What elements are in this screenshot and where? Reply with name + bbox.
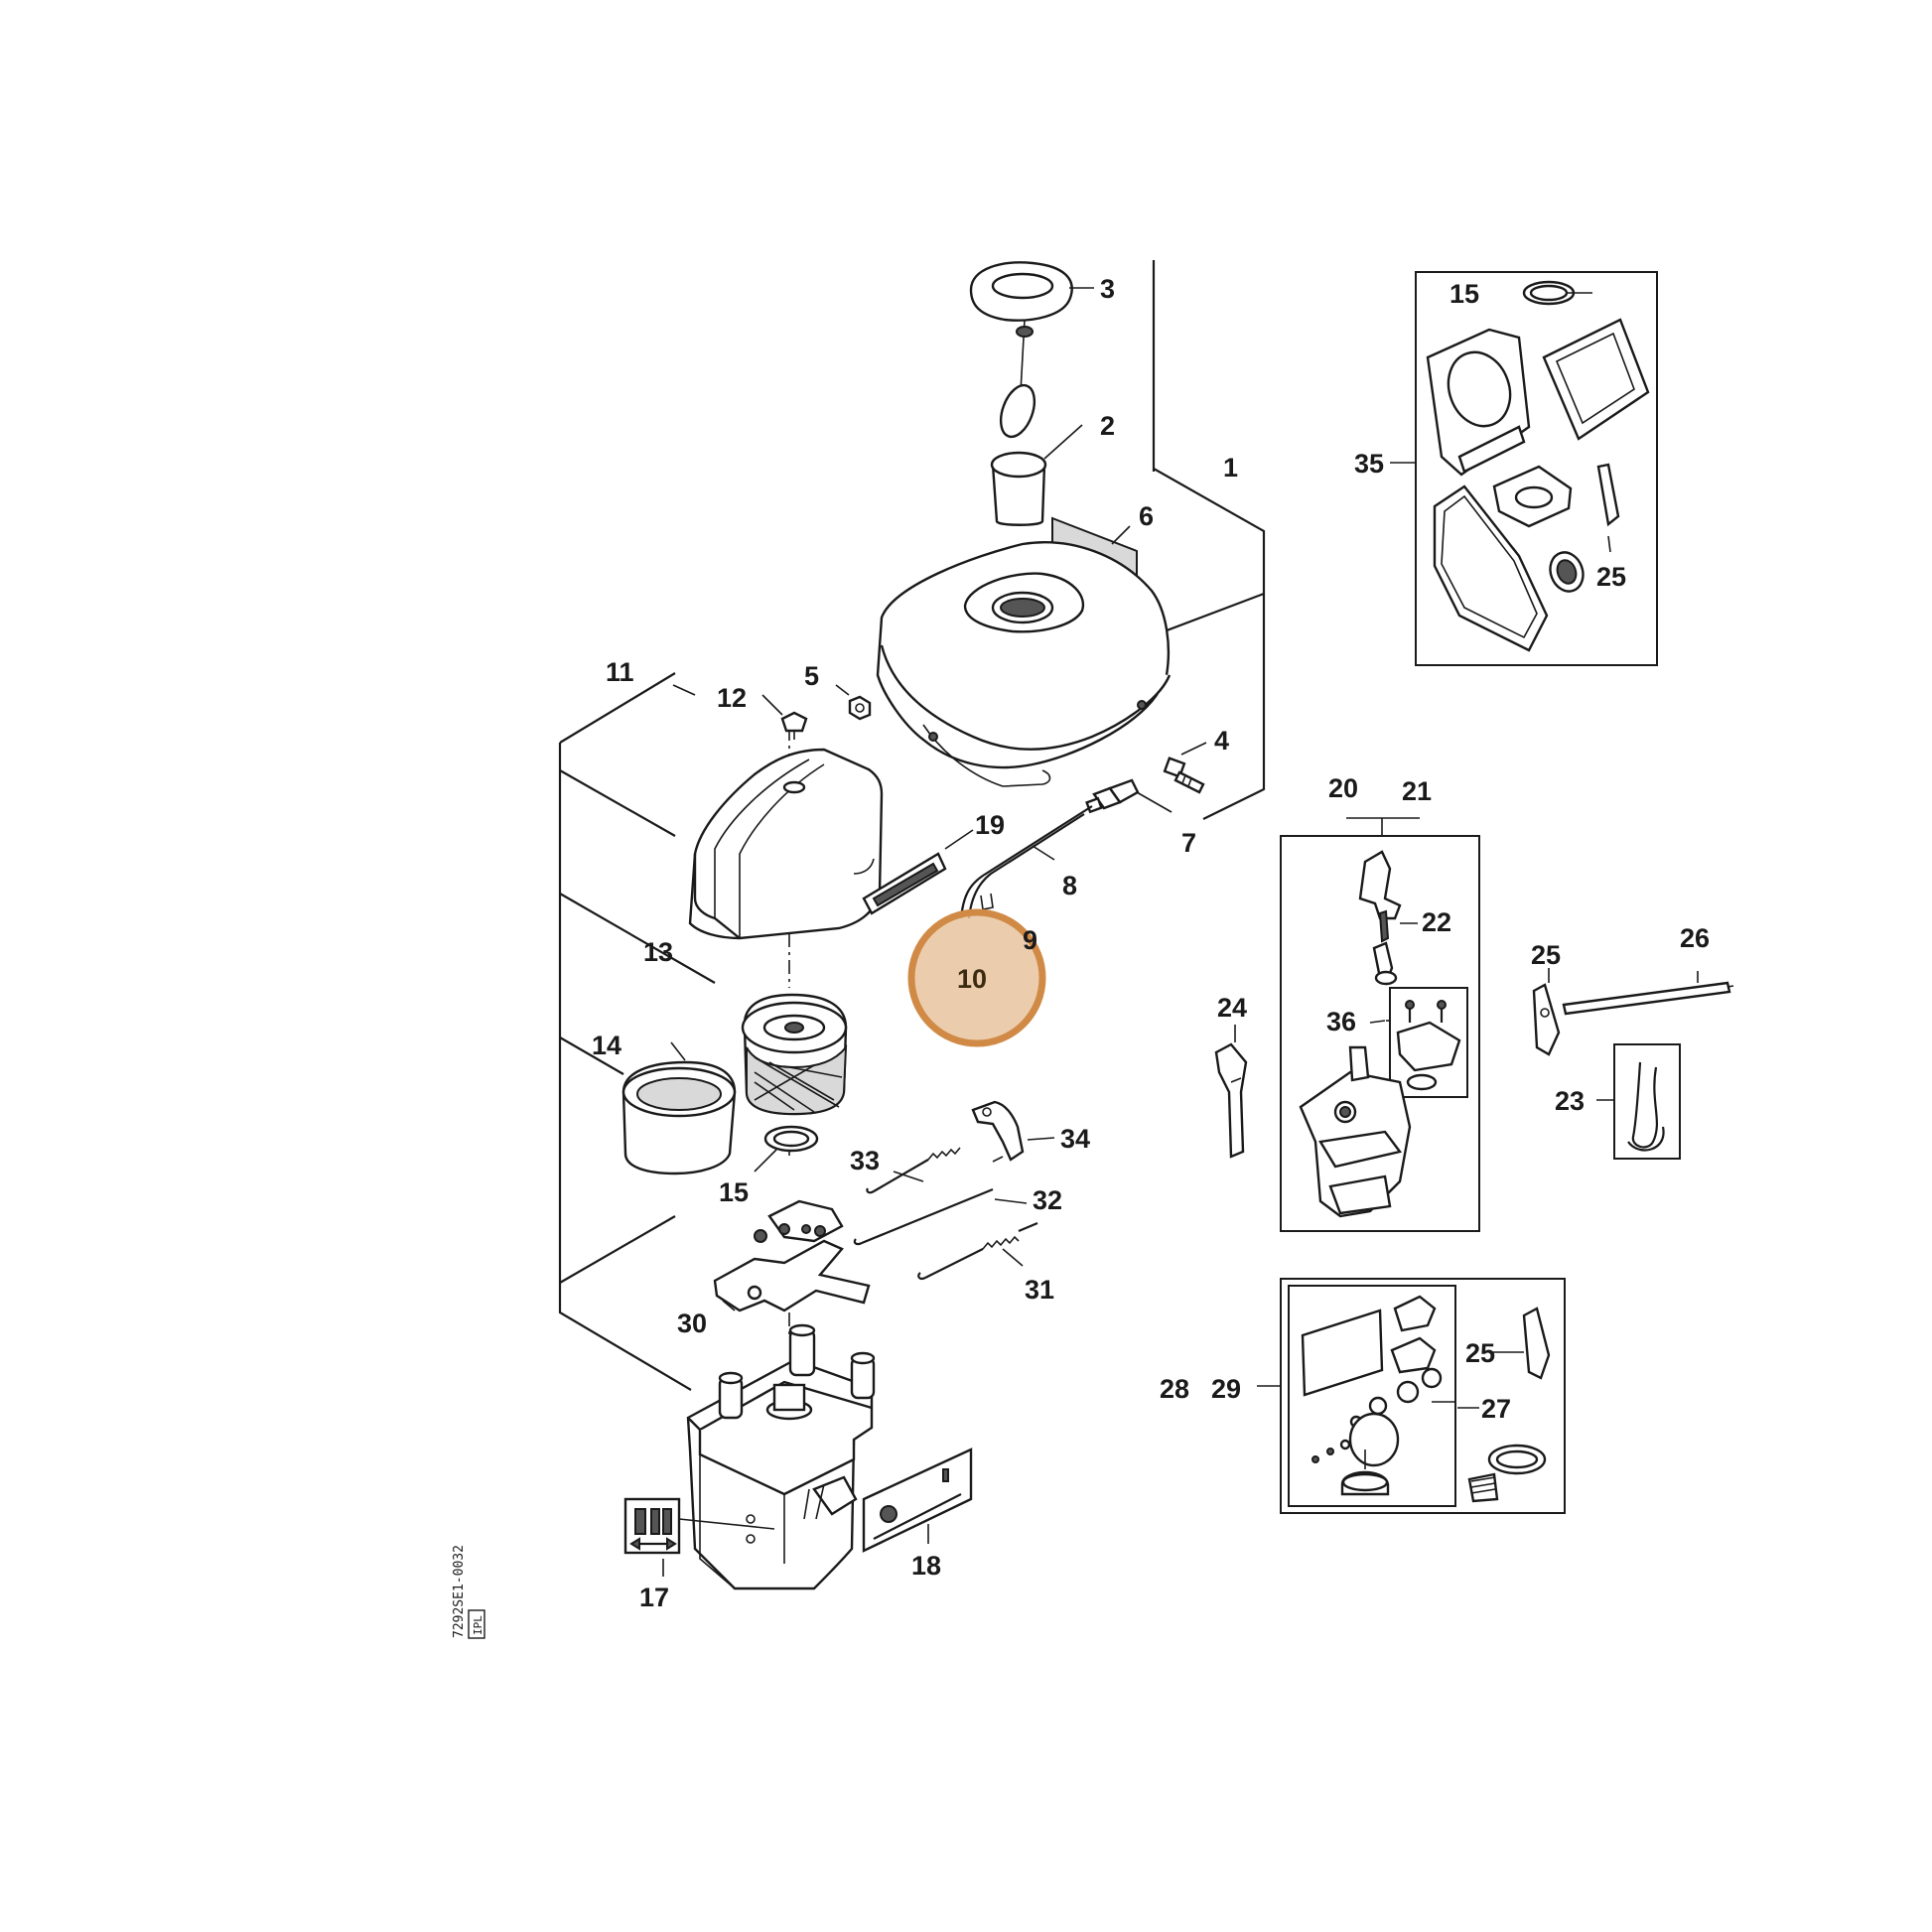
callout-13[interactable]: 13 [643, 937, 673, 967]
callout-34[interactable]: 34 [1060, 1124, 1090, 1154]
callout-27[interactable]: 27 [1481, 1394, 1511, 1424]
hose-clip[interactable] [980, 893, 994, 910]
callout-11[interactable]: 11 [606, 657, 634, 687]
carburetor-assembly-group[interactable] [1280, 817, 1480, 1232]
air-cleaner-cover[interactable] [688, 748, 884, 940]
callout-25-kit[interactable]: 25 [1596, 562, 1626, 592]
throttle-rod[interactable] [853, 1187, 994, 1246]
callout-28[interactable]: 28 [1160, 1374, 1189, 1404]
callout-32[interactable]: 32 [1033, 1185, 1062, 1215]
callout-31[interactable]: 31 [1025, 1275, 1054, 1305]
callout-8[interactable]: 8 [1062, 871, 1077, 900]
foam-pre-filter[interactable] [621, 1060, 737, 1175]
callout-4[interactable]: 4 [1214, 726, 1229, 756]
breather-tube-group[interactable] [1596, 1043, 1681, 1160]
callout-15-kit[interactable]: 15 [1449, 279, 1479, 309]
callout-15-filter[interactable]: 15 [719, 1177, 749, 1207]
tank-bolt[interactable] [1163, 757, 1205, 794]
callout-12[interactable]: 12 [717, 683, 747, 713]
callout-26[interactable]: 26 [1680, 923, 1710, 953]
highlight-marker[interactable] [907, 908, 1046, 1047]
callout-20[interactable]: 20 [1328, 773, 1358, 803]
callout-35[interactable]: 35 [1354, 449, 1384, 479]
callout-3[interactable]: 3 [1100, 274, 1115, 304]
callout-25-repair[interactable]: 25 [1465, 1338, 1495, 1368]
drawing-code: 7292SE1-0032 IPL [452, 1545, 485, 1639]
callout-24[interactable]: 24 [1217, 993, 1247, 1023]
callout-25-gasket[interactable]: 25 [1531, 940, 1561, 970]
fuel-cap[interactable] [969, 261, 1073, 441]
carburetor-housing[interactable] [686, 1323, 876, 1590]
callout-22[interactable]: 22 [1422, 907, 1451, 937]
callout-23[interactable]: 23 [1555, 1086, 1585, 1116]
air-cleaner-gasket[interactable] [763, 1125, 819, 1153]
callout-21[interactable]: 21 [1402, 776, 1432, 806]
callout-10[interactable]: 10 [957, 964, 987, 994]
control-bracket[interactable] [713, 1199, 871, 1312]
wing-nut[interactable] [780, 711, 808, 740]
choke-lever[interactable] [1214, 1025, 1248, 1159]
governor-lever[interactable] [971, 1100, 1025, 1163]
drawing-code-text: 7292SE1-0032 [452, 1545, 467, 1638]
callout-2[interactable]: 2 [1100, 411, 1115, 441]
callout-36[interactable]: 36 [1326, 1007, 1356, 1036]
gasket-kit-group[interactable] [1390, 271, 1658, 666]
callout-labels: 1 2 3 4 5 6 7 8 9 10 11 12 13 14 15 15 1… [592, 274, 1710, 1612]
callout-19[interactable]: 19 [975, 810, 1005, 840]
fuel-valve[interactable] [1085, 778, 1140, 814]
nut[interactable] [848, 695, 872, 721]
callout-7[interactable]: 7 [1181, 828, 1196, 858]
callout-17[interactable]: 17 [639, 1583, 669, 1612]
callout-29[interactable]: 29 [1211, 1374, 1241, 1404]
frame-lines [558, 260, 1266, 1391]
drawing-code-tag: IPL [472, 1615, 484, 1635]
callout-14[interactable]: 14 [592, 1031, 621, 1060]
air-filter-element[interactable] [741, 993, 848, 1116]
carburetor-repair-kit-group[interactable] [1257, 1278, 1566, 1514]
throttle-decal[interactable] [862, 1448, 973, 1553]
callout-6[interactable]: 6 [1139, 501, 1154, 531]
callout-9[interactable]: 9 [1023, 925, 1037, 955]
callout-1[interactable]: 1 [1223, 453, 1238, 483]
carburetor-gasket[interactable] [1532, 968, 1561, 1056]
fuel-strainer[interactable] [990, 451, 1047, 526]
choke-spring[interactable] [917, 1221, 1038, 1281]
callout-33[interactable]: 33 [850, 1146, 880, 1175]
stud-bolt[interactable] [1562, 971, 1734, 1016]
callout-5[interactable]: 5 [804, 661, 819, 691]
fuel-tank[interactable] [876, 541, 1172, 787]
intake-gasket[interactable] [862, 852, 947, 915]
callout-18[interactable]: 18 [911, 1551, 941, 1581]
leader-lines [662, 287, 1418, 1577]
callout-30[interactable]: 30 [677, 1309, 707, 1338]
choke-decal[interactable] [623, 1497, 775, 1555]
governor-spring[interactable] [866, 1147, 961, 1194]
